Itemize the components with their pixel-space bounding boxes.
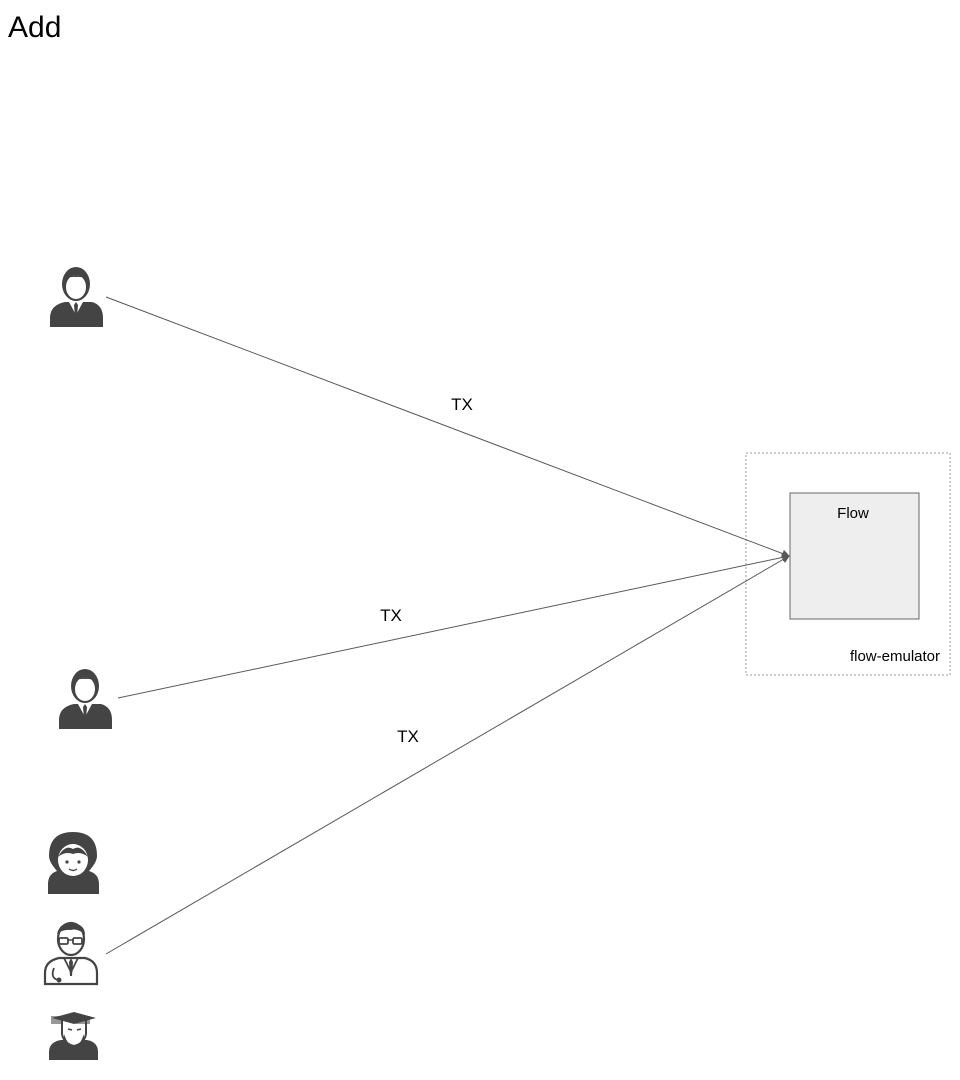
graduate-with-beard-icon[interactable] (49, 1012, 98, 1060)
edge-line-3[interactable] (105, 555, 790, 955)
edge-line-1[interactable] (105, 296, 790, 558)
flow-node[interactable] (789, 492, 920, 620)
edge-label-2: TX (380, 606, 402, 625)
edge-label-3: TX (397, 727, 419, 746)
page-title: Add (8, 11, 62, 44)
doctor-with-glasses-icon[interactable] (43, 921, 99, 986)
flow-emulator-container[interactable] (745, 452, 951, 676)
flow-emulator-label: flow-emulator (850, 648, 940, 665)
businessman-icon[interactable] (59, 669, 112, 729)
edge-label-1: TX (451, 395, 473, 414)
businessman-icon[interactable] (50, 267, 103, 327)
hooded-woman-icon[interactable] (48, 832, 99, 894)
flow-node-label: Flow (837, 505, 869, 522)
edge-line-2[interactable] (117, 553, 790, 699)
